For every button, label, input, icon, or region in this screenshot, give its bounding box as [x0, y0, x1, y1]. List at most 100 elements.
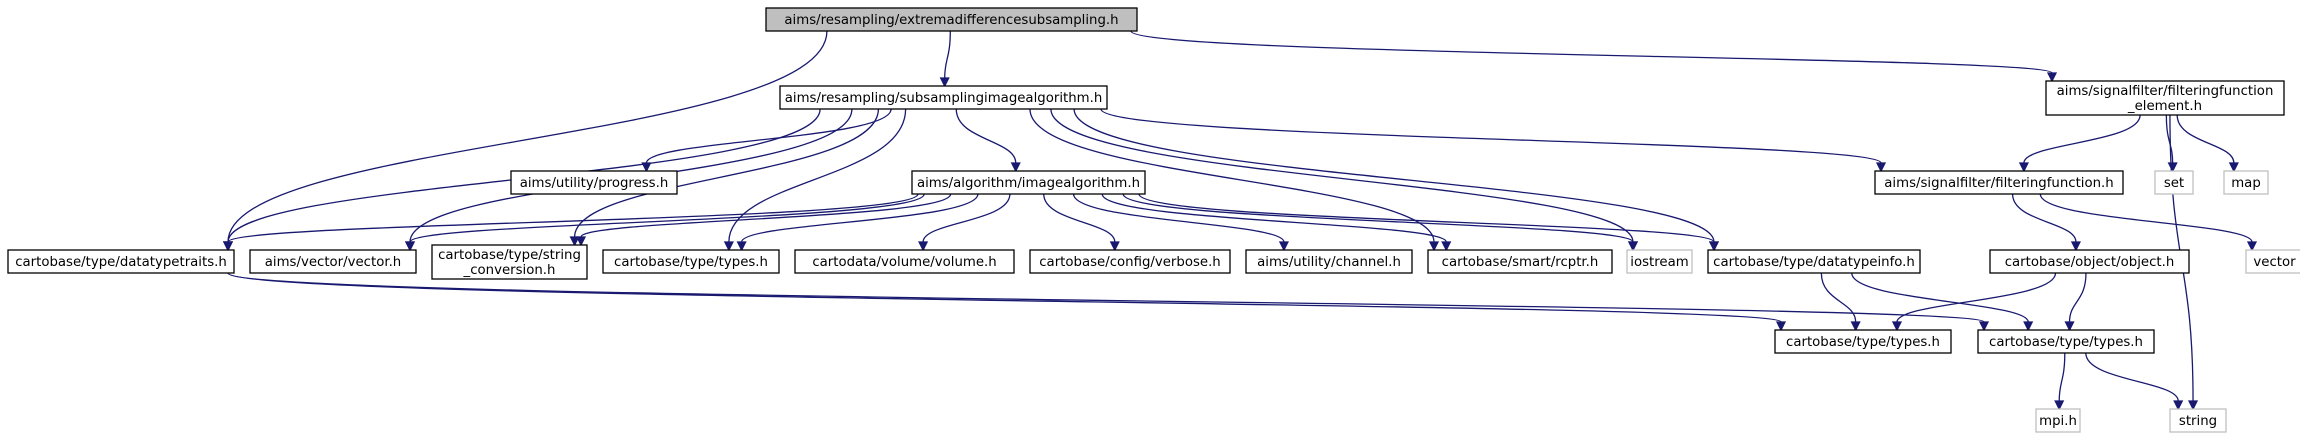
arrowhead: [2246, 241, 2258, 252]
node-aims-utility-progress-h[interactable]: aims/utility/progress.h: [510, 170, 678, 195]
arrowhead: [1441, 241, 1452, 252]
node-aims-resampling-extremadifferencesubsampling-h[interactable]: aims/resampling/extremadifferencesubsamp…: [765, 7, 1138, 32]
node-aims-resampling-subsamplingimagealgorithm-h[interactable]: aims/resampling/subsamplingimagealgorith…: [779, 85, 1108, 110]
arrowhead: [736, 241, 747, 252]
node-label: aims/vector/vector.h: [265, 255, 401, 270]
node-label: aims/signalfilter/filteringfunction: [2057, 84, 2274, 99]
node-box: [1874, 170, 2124, 195]
edge-subalg-to-progress: [645, 108, 892, 164]
arrowhead: [1850, 321, 1861, 332]
arrowhead: [1978, 321, 1990, 332]
node-label: aims/signalfilter/filteringfunction.h: [1884, 176, 2113, 191]
node-box: [2223, 170, 2269, 195]
node-box: [2169, 408, 2227, 433]
node-set: set: [2154, 170, 2194, 195]
edge-imgalg-to-dtt: [227, 193, 919, 243]
node-cartobase-smart-rcptr-h[interactable]: cartobase/smart/rcptr.h: [1427, 249, 1613, 274]
node-cartobase-object-object-h[interactable]: cartobase/object/object.h: [1989, 249, 2190, 274]
node-label: aims/algorithm/imagealgorithm.h: [917, 176, 1140, 191]
arrowhead: [918, 241, 929, 252]
arrowhead: [723, 241, 734, 252]
node-label: cartobase/type/string: [438, 248, 581, 263]
node-mpi-h: mpi.h: [2035, 408, 2081, 433]
edge-dtt-to-types2: [227, 272, 1782, 323]
edge-dtt-to-types3: [227, 272, 1985, 323]
arrowhead: [1875, 162, 1887, 173]
arrowhead: [2173, 400, 2184, 411]
node-box: [2035, 408, 2081, 433]
edge-types3-to-mpi: [2058, 352, 2066, 402]
node-label: _conversion.h: [463, 263, 556, 278]
node-box: [1029, 249, 1231, 274]
node-cartobase-type-datatypetraits-h[interactable]: cartobase/type/datatypetraits.h: [7, 249, 235, 274]
node-cartobase-type-types-h[interactable]: cartobase/type/types.h: [1774, 329, 1952, 354]
node-label: map: [2231, 176, 2261, 191]
node-cartobase-type-string-conversion-h[interactable]: cartobase/type/string_conversion.h: [431, 244, 588, 280]
edge-ff-to-object: [2011, 193, 2077, 243]
edge-imgalg-to-rcptr: [1101, 193, 1447, 243]
edge-root-to-subalg: [944, 30, 951, 79]
node-cartodata-volume-volume-h[interactable]: cartodata/volume/volume.h: [794, 249, 1015, 274]
node-label: aims/resampling/extremadifferencesubsamp…: [784, 13, 1118, 28]
edge-ff-to-vector: [2039, 193, 2253, 243]
node-label: cartobase/type/types.h: [1786, 335, 1940, 350]
node-box: [1707, 249, 1921, 274]
node-label: aims/utility/progress.h: [520, 176, 669, 191]
node-box: [602, 249, 780, 274]
arrowhead: [1891, 321, 1903, 332]
arrowhead: [2070, 241, 2081, 252]
node-label: iostream: [1630, 255, 1688, 270]
node-label: _element.h: [2127, 99, 2202, 114]
node-aims-signalfilter-filteringfunction-h[interactable]: aims/signalfilter/filteringfunction.h: [1874, 170, 2124, 195]
node-map: map: [2223, 170, 2269, 195]
arrowhead: [1010, 162, 1021, 173]
node-label: vector: [2253, 255, 2296, 270]
arrowhead: [222, 241, 234, 252]
edge-subalg-to-dtinfo: [1073, 108, 1715, 243]
edge-ffelem-to-map: [2176, 114, 2235, 164]
edge-imgalg-to-strconv: [580, 193, 952, 238]
node-label: cartobase/object/object.h: [2005, 255, 2175, 270]
node-aims-utility-channel-h[interactable]: aims/utility/channel.h: [1245, 249, 1413, 274]
edge-ffelem-to-set: [2165, 114, 2174, 164]
node-vector: vector: [2245, 249, 2300, 274]
node-label: cartobase/type/datatypetraits.h: [15, 255, 227, 270]
node-cartobase-type-datatypeinfo-h[interactable]: cartobase/type/datatypeinfo.h: [1707, 249, 1921, 274]
node-string: string: [2169, 408, 2227, 433]
edge-imgalg-to-verbose: [1043, 193, 1116, 243]
node-cartobase-config-verbose-h[interactable]: cartobase/config/verbose.h: [1029, 249, 1231, 274]
node-cartobase-type-types-h[interactable]: cartobase/type/types.h: [1977, 329, 2155, 354]
edge-subalg-to-iostream: [1050, 108, 1634, 243]
edge-subalg-to-ff: [1100, 108, 1882, 164]
arrowhead: [2187, 400, 2199, 411]
edge-subalg-to-imgalg: [955, 108, 1017, 164]
node-box: [779, 85, 1108, 110]
node-label: cartobase/type/datatypeinfo.h: [1713, 255, 1915, 270]
node-box: [2154, 170, 2194, 195]
edge-imgalg-to-types1: [740, 193, 979, 243]
node-box: [911, 170, 1146, 195]
node-cartobase-type-types-h[interactable]: cartobase/type/types.h: [602, 249, 780, 274]
arrowhead: [2228, 162, 2239, 173]
node-aims-vector-vector-h[interactable]: aims/vector/vector.h: [249, 249, 417, 274]
node-box: [1989, 249, 2190, 274]
arrowhead: [1708, 241, 1720, 252]
arrowhead: [1278, 241, 1289, 252]
node-label: string: [2179, 414, 2217, 429]
edge-dtinfo-to-types2: [1820, 272, 1857, 323]
node-box: [2045, 80, 2285, 116]
node-label: cartodata/volume/volume.h: [812, 255, 996, 270]
edge-imgalg-to-dtinfo: [1138, 193, 1715, 243]
arrowhead: [2046, 72, 2058, 83]
edge-subalg-to-types1: [728, 108, 907, 243]
node-label: aims/utility/channel.h: [1257, 255, 1401, 270]
node-aims-algorithm-imagealgorithm-h[interactable]: aims/algorithm/imagealgorithm.h: [911, 170, 1146, 195]
node-aims-signalfilter-filteringfunction-element-h[interactable]: aims/signalfilter/filteringfunction_elem…: [2045, 80, 2285, 116]
node-box: [1245, 249, 1413, 274]
edge-subalg-to-strconv: [573, 108, 880, 238]
arrowhead: [2064, 321, 2075, 332]
edge-imgalg-to-channel: [1072, 193, 1285, 243]
arrowhead: [2167, 162, 2178, 173]
arrowhead: [569, 236, 580, 247]
